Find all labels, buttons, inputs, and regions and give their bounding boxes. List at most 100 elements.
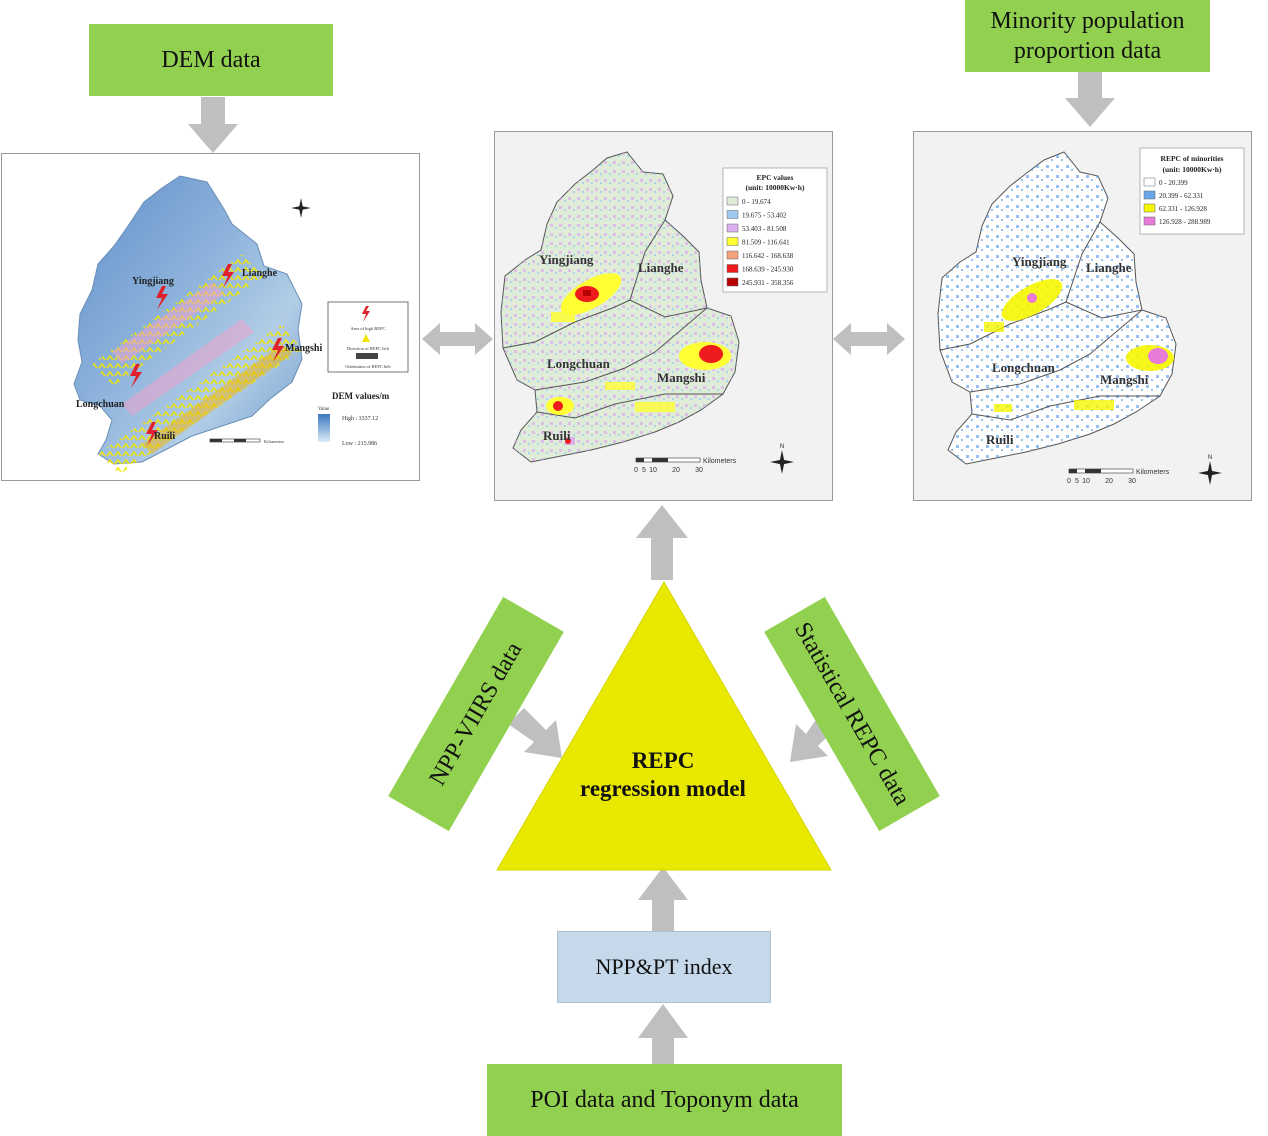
dem-label-ruili: Ruili: [154, 431, 175, 442]
model-line2: regression model: [580, 776, 746, 801]
dem-compass-icon: [291, 198, 311, 218]
epc-scale-tick-1: 5: [642, 467, 646, 474]
repc-legend-title: REPC of minorities: [1161, 154, 1224, 163]
epc-label-mangshi: Mangshi: [657, 370, 706, 385]
repc-scale-unit: Kilometers: [1136, 469, 1170, 476]
arrow-poi-up: [638, 1004, 688, 1064]
dem-data-box: DEM data: [89, 24, 333, 96]
epc-legend-label-1: 19.675 - 53.402: [742, 212, 787, 220]
epc-scale-tick-4: 30: [695, 467, 703, 474]
epc-scale-tick-2: 10: [649, 467, 657, 474]
epc-compass-n: N: [780, 444, 784, 450]
double-arrow-left: [422, 323, 493, 355]
arrow-model-up: [636, 505, 688, 580]
epc-map-panel: Yingjiang Lianghe Longchuan Mangshi Ruil…: [494, 131, 833, 501]
repc-legend-label-3: 126.928 - 288.989: [1159, 218, 1211, 226]
epc-legend-label-3: 81.509 - 116.641: [742, 239, 790, 247]
epc-label-ruili: Ruili: [543, 428, 571, 443]
epc-map: Yingjiang Lianghe Longchuan Mangshi Ruil…: [500, 151, 828, 474]
repc-compass-icon: N: [1198, 455, 1222, 485]
repc-scale-tick-2: 10: [1082, 478, 1090, 485]
epc-legend-title: EPC values: [757, 173, 794, 182]
dem-map: Yingjiang Lianghe Mangshi Longchuan Ruil…: [73, 175, 409, 474]
arrow-minority-down: [1065, 72, 1115, 127]
epc-legend-label-5: 168.639 - 245.930: [742, 266, 794, 274]
repc-legend: REPC of minorities (unit: 10000Kw·h) 0 -…: [1139, 147, 1245, 235]
dem-scale-unit: Kilometers: [264, 439, 284, 444]
statistical-repc-label: Statistical REPC data: [789, 618, 915, 810]
epc-scale-tick-0: 0: [634, 467, 638, 474]
repc-compass-n: N: [1208, 455, 1212, 461]
epc-legend-label-2: 53.403 - 81.508: [742, 225, 787, 233]
dem-label-longchuan: Longchuan: [76, 399, 125, 410]
epc-legend-swatch-1: [726, 210, 739, 219]
epc-legend-label-0: 0 - 19.674: [742, 198, 771, 206]
repc-legend-unit: (unit: 10000Kw·h): [1163, 165, 1222, 174]
epc-legend-swatch-0: [726, 196, 739, 206]
repc-label-longchuan: Longchuan: [992, 360, 1056, 375]
epc-compass-icon: N: [770, 444, 794, 474]
repc-legend-swatch-1: [1143, 190, 1156, 200]
npp-viirs-box: NPP-VIIRS data: [388, 596, 564, 832]
repc-label-lianghe: Lianghe: [1086, 260, 1132, 275]
repc-label-mangshi: Mangshi: [1100, 372, 1149, 387]
statistical-repc-box: Statistical REPC data: [764, 596, 940, 832]
repc-scale-tick-3: 20: [1105, 478, 1113, 485]
epc-legend-swatch-3: [726, 237, 739, 246]
repc-map-panel: Yingjiang Lianghe Longchuan Mangshi Ruil…: [913, 131, 1252, 501]
repc-legend-label-1: 20.399 - 62.331: [1159, 192, 1204, 200]
epc-scale-tick-3: 20: [672, 467, 680, 474]
repc-legend-label-0: 0 - 20.399: [1159, 179, 1188, 187]
model-line1: REPC: [632, 748, 695, 773]
poi-toponym-box: POI data and Toponym data: [487, 1064, 842, 1136]
repc-legend-swatch-3: [1143, 216, 1156, 226]
repc-legend-swatch-2: [1143, 203, 1156, 213]
epc-legend: EPC values (unit: 10000Kw·h) 0 - 19.674 1…: [722, 167, 828, 293]
dem-legend-high: High : 3337.12: [342, 416, 378, 422]
epc-label-lianghe: Lianghe: [638, 260, 684, 275]
epc-scale-bar: 0 5 10 20 30 Kilometers: [634, 457, 737, 474]
epc-scale-unit: Kilometers: [703, 458, 737, 465]
dem-data-label: DEM data: [161, 47, 261, 73]
dem-sym1: Area of high REPC: [350, 326, 385, 331]
dem-legend-ramp: [318, 414, 330, 442]
arrow-viirs-diag: [508, 708, 562, 758]
epc-legend-unit: (unit: 10000Kw·h): [746, 183, 805, 192]
repc-legend-label-2: 62.331 - 126.928: [1159, 205, 1207, 213]
npp-pt-index-box: NPP&PT index: [557, 931, 771, 1003]
arrow-npppt-up: [638, 867, 688, 931]
repc-scale-bar: 0 5 10 20 30 Kilometers: [1067, 468, 1170, 485]
epc-label-longchuan: Longchuan: [547, 356, 611, 371]
epc-legend-label-6: 245.931 - 358.356: [742, 279, 794, 287]
minority-data-box: Minority population proportion data: [965, 0, 1210, 72]
dem-label-lianghe: Lianghe: [242, 268, 278, 279]
repc-map: Yingjiang Lianghe Longchuan Mangshi Ruil…: [937, 147, 1245, 485]
npp-viirs-label: NPP-VIIRS data: [424, 637, 528, 791]
npp-pt-index-label: NPP&PT index: [595, 954, 733, 979]
dem-sym2: Direction of REPC belt: [347, 346, 390, 351]
epc-legend-swatch-6: [726, 277, 739, 287]
dem-scale-bar: Kilometers: [209, 438, 284, 444]
dem-legend-value: Value: [318, 407, 330, 412]
dem-sym3: Orientation of REPC belt: [345, 364, 391, 369]
epc-legend-label-4: 116.642 - 168.638: [742, 252, 794, 260]
dem-legend-title: DEM values/m: [332, 391, 390, 401]
repc-scale-tick-0: 0: [1067, 478, 1071, 485]
epc-legend-swatch-5: [726, 264, 739, 273]
repc-scale-tick-1: 5: [1075, 478, 1079, 485]
dem-legend-low: Low : 215.986: [342, 441, 377, 447]
repc-scale-tick-4: 30: [1128, 478, 1136, 485]
arrow-dem-down: [188, 97, 238, 153]
double-arrow-right: [833, 323, 905, 355]
dem-map-panel: Yingjiang Lianghe Mangshi Longchuan Ruil…: [1, 153, 420, 481]
poi-toponym-label: POI data and Toponym data: [530, 1087, 799, 1113]
epc-legend-swatch-4: [726, 250, 739, 260]
epc-legend-swatch-2: [726, 223, 739, 233]
repc-label-yingjiang: Yingjiang: [1012, 254, 1067, 269]
repc-legend-swatch-0: [1143, 177, 1156, 187]
epc-label-yingjiang: Yingjiang: [539, 252, 594, 267]
dem-label-yingjiang: Yingjiang: [132, 276, 174, 287]
dem-label-mangshi: Mangshi: [285, 343, 322, 354]
repc-label-ruili: Ruili: [986, 432, 1014, 447]
